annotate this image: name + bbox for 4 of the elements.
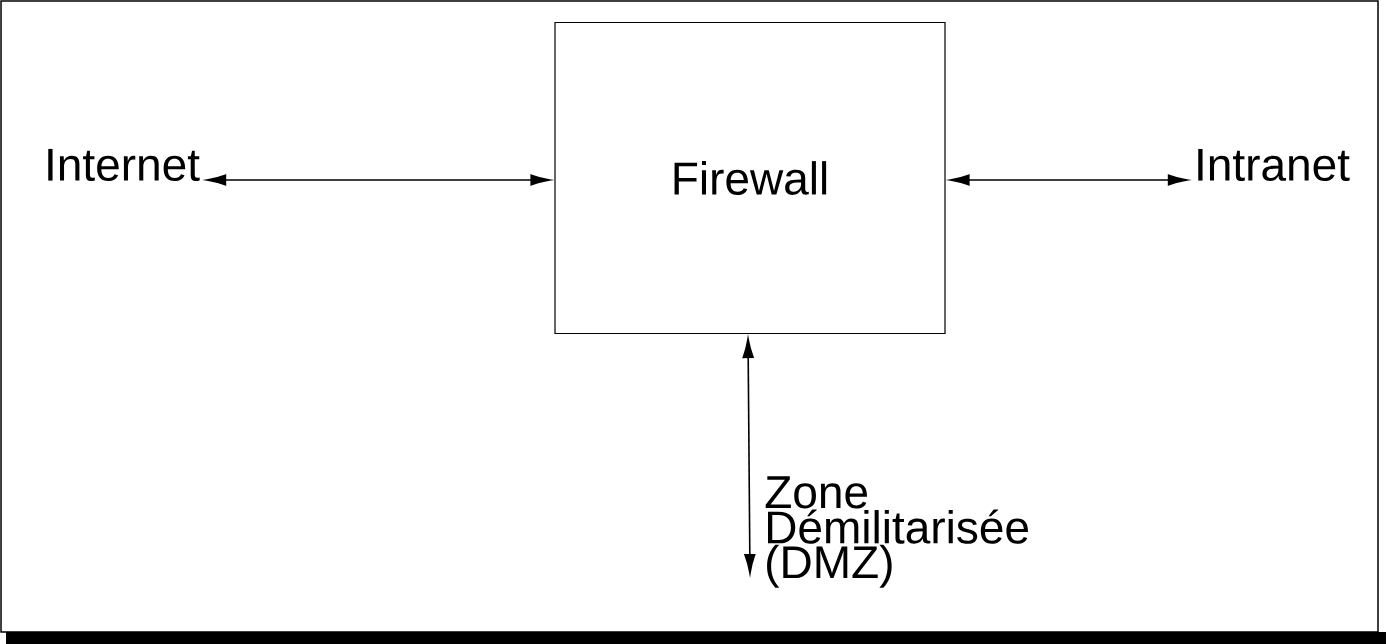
node-label: Zone Démilitarisée (DMZ) [765,476,1028,588]
node-label: Intranet [1198,148,1350,182]
firewall-box: Firewall [554,21,946,335]
node-label: Internet [48,148,200,182]
